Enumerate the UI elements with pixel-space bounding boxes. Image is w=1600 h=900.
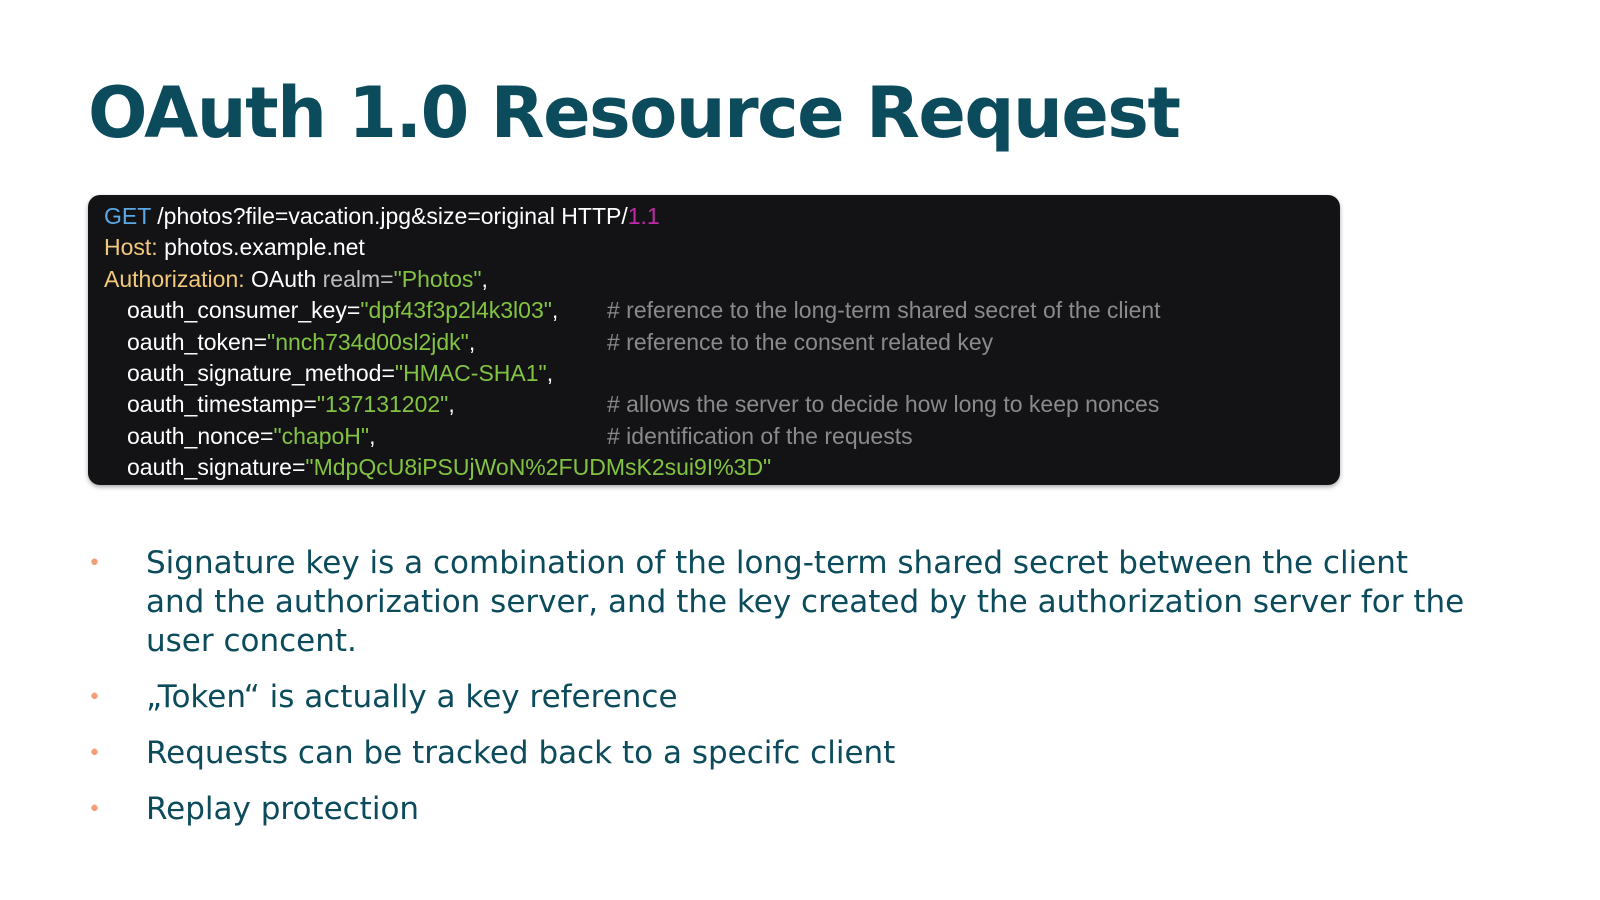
code-line-param: oauth_signature="MdpQcU8iPSUjWoN%2FUDMsK… bbox=[104, 452, 1340, 483]
param-comment: # reference to the long-term shared secr… bbox=[607, 297, 1161, 324]
code-line-param: oauth_timestamp="137131202", # allows the… bbox=[104, 389, 1340, 420]
bullet-text: Replay protection bbox=[146, 791, 420, 827]
bullet-marker: • bbox=[88, 551, 101, 576]
realm-value: "Photos" bbox=[393, 265, 482, 292]
param-value: "nnch734d00sl2jdk" bbox=[267, 328, 469, 355]
code-line-param: oauth_nonce="chapoH", # identification of… bbox=[104, 421, 1340, 452]
http-version: 1.1 bbox=[627, 203, 660, 229]
bullet-text: Signature key is a combination of the lo… bbox=[146, 545, 1465, 659]
param-comma: , bbox=[468, 328, 476, 355]
param-key: oauth_nonce= bbox=[127, 422, 274, 449]
realm-key: realm= bbox=[316, 265, 394, 292]
code-line-param: oauth_token="nnch734d00sl2jdk", # referen… bbox=[104, 327, 1340, 358]
param-key: oauth_consumer_key= bbox=[127, 297, 361, 324]
code-line-authorization: Authorization: OAuth realm="Photos", bbox=[104, 264, 1340, 295]
code-line-param: oauth_consumer_key="dpf43f3p2l4k3l03", # … bbox=[104, 295, 1340, 326]
param-value: "MdpQcU8iPSUjWoN%2FUDMsK2sui9I%3D" bbox=[305, 454, 772, 481]
bullet-marker: • bbox=[88, 797, 101, 822]
request-path: /photos?file=vacation.jpg&size=original … bbox=[150, 203, 628, 229]
param-value: "HMAC-SHA1" bbox=[394, 359, 547, 386]
host-header-value: photos.example.net bbox=[157, 234, 365, 261]
bullet-list: • Signature key is a combination of the l… bbox=[88, 544, 1468, 846]
param-comma: , bbox=[448, 391, 455, 418]
bullet-marker: • bbox=[88, 741, 101, 766]
param-key: oauth_token= bbox=[127, 328, 268, 355]
param-comma: , bbox=[369, 422, 376, 449]
authorization-header-name: Authorization: bbox=[104, 265, 245, 292]
bullet-text: Requests can be tracked back to a specif… bbox=[146, 735, 896, 771]
code-block: GET /photos?file=vacation.jpg&size=origi… bbox=[88, 195, 1340, 485]
param-key: oauth_timestamp= bbox=[127, 391, 317, 418]
param-comma: , bbox=[551, 297, 559, 324]
param-comment: # reference to the consent related key bbox=[607, 328, 994, 355]
bullet-item: • „Token“ is actually a key reference bbox=[88, 678, 1468, 717]
code-line-request: GET /photos?file=vacation.jpg&size=origi… bbox=[104, 201, 1340, 232]
param-comma: , bbox=[546, 359, 554, 386]
bullet-marker: • bbox=[88, 685, 101, 710]
param-value: "dpf43f3p2l4k3l03" bbox=[360, 297, 552, 324]
bullet-item: • Replay protection bbox=[88, 790, 1468, 829]
bullet-item: • Requests can be tracked back to a speci… bbox=[88, 734, 1468, 773]
http-method: GET bbox=[104, 203, 151, 229]
code-line-param: oauth_signature_method="HMAC-SHA1", bbox=[104, 358, 1340, 389]
param-comment: # identification of the requests bbox=[607, 422, 913, 449]
code-line-host: Host: photos.example.net bbox=[104, 232, 1340, 263]
param-key: oauth_signature= bbox=[127, 454, 306, 481]
param-value: "chapoH" bbox=[273, 422, 370, 449]
bullet-text: „Token“ is actually a key reference bbox=[146, 679, 678, 715]
auth-scheme: OAuth bbox=[244, 265, 317, 292]
realm-comma: , bbox=[481, 265, 488, 292]
host-header-name: Host: bbox=[104, 234, 158, 261]
param-comment: # allows the server to decide how long t… bbox=[607, 391, 1160, 418]
param-key: oauth_signature_method= bbox=[127, 359, 395, 386]
bullet-item: • Signature key is a combination of the l… bbox=[88, 544, 1468, 661]
param-value: "137131202" bbox=[316, 391, 449, 418]
slide-title: OAuth 1.0 Resource Request bbox=[88, 72, 1181, 154]
